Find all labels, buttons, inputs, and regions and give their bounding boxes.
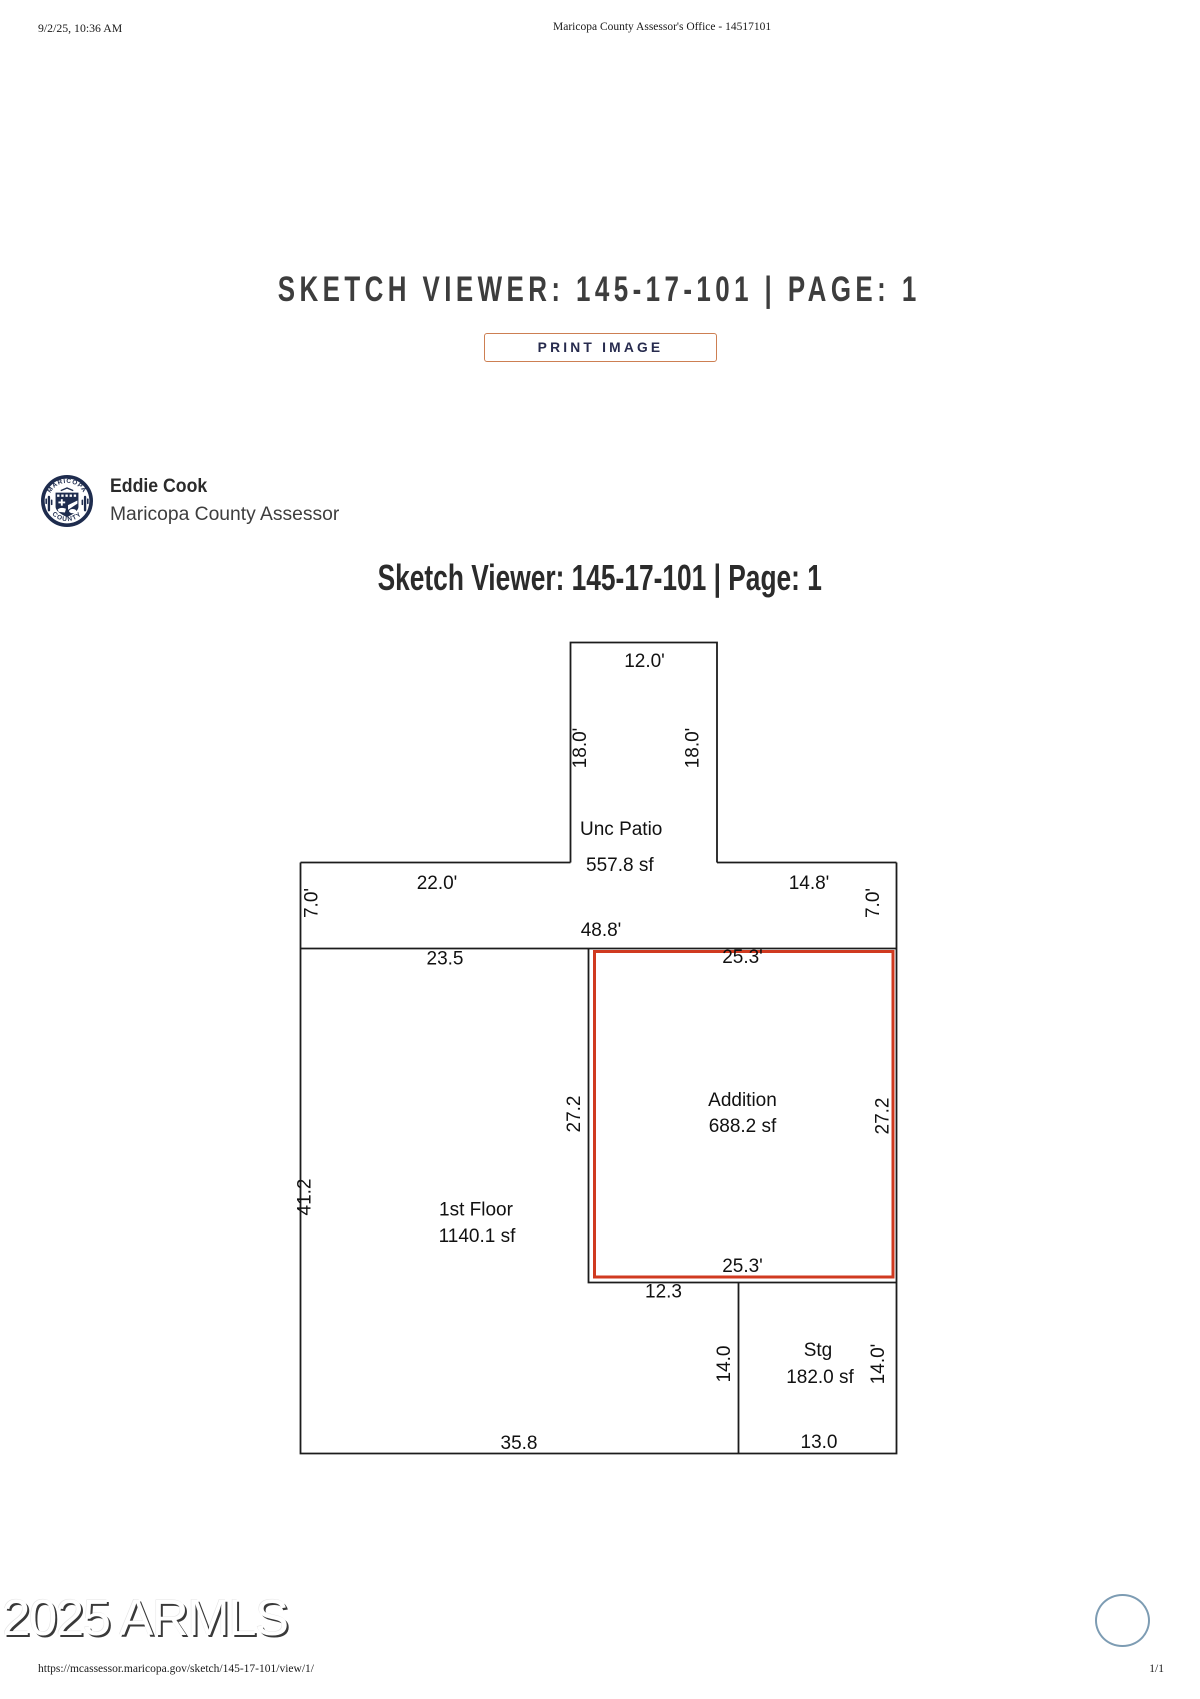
svg-text:25.3': 25.3' xyxy=(722,947,763,968)
svg-text:Unc Patio: Unc Patio xyxy=(580,819,662,840)
svg-text:14.8': 14.8' xyxy=(789,873,830,894)
svg-text:12.3: 12.3 xyxy=(645,1282,682,1303)
svg-text:48.8': 48.8' xyxy=(581,920,622,941)
svg-text:7.0': 7.0' xyxy=(863,888,884,918)
svg-text:18.0': 18.0' xyxy=(683,728,704,769)
svg-text:13.0: 13.0 xyxy=(801,1432,838,1453)
svg-text:14.0': 14.0' xyxy=(868,1344,889,1385)
svg-text:35.8: 35.8 xyxy=(501,1433,538,1454)
svg-text:1140.1 sf: 1140.1 sf xyxy=(439,1226,516,1247)
svg-text:41.2: 41.2 xyxy=(295,1179,316,1216)
svg-text:23.5: 23.5 xyxy=(427,949,464,970)
svg-text:557.8 sf: 557.8 sf xyxy=(586,855,654,876)
svg-text:27.2: 27.2 xyxy=(564,1096,585,1133)
svg-text:Addition: Addition xyxy=(708,1090,777,1111)
svg-text:182.0 sf: 182.0 sf xyxy=(786,1367,854,1388)
svg-text:12.0': 12.0' xyxy=(624,651,665,672)
svg-text:1st Floor: 1st Floor xyxy=(439,1200,514,1221)
svg-text:25.3': 25.3' xyxy=(722,1256,763,1277)
svg-text:27.2: 27.2 xyxy=(873,1098,894,1135)
svg-text:Stg: Stg xyxy=(804,1340,833,1361)
svg-text:14.0: 14.0 xyxy=(714,1346,735,1383)
svg-text:22.0': 22.0' xyxy=(417,873,458,894)
svg-text:688.2 sf: 688.2 sf xyxy=(709,1116,777,1137)
svg-text:7.0': 7.0' xyxy=(302,888,323,918)
svg-text:18.0': 18.0' xyxy=(570,728,591,769)
